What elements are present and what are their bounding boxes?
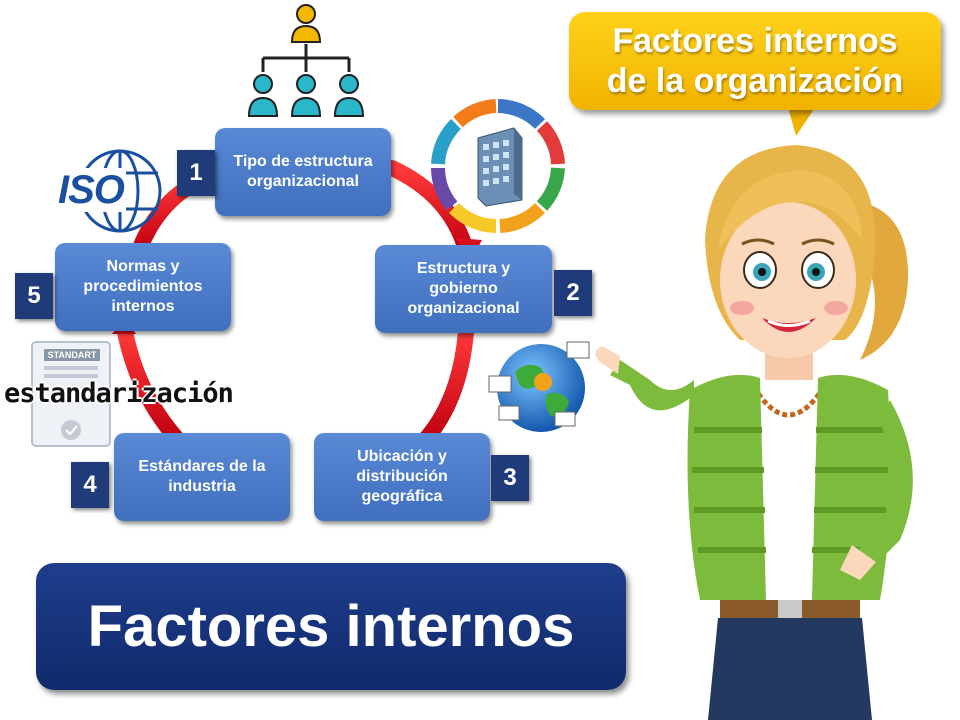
bottom-title-text: Factores internos	[87, 594, 575, 659]
step-2-label: Estructura y gobierno organizacional	[407, 260, 520, 317]
step-4-box: Estándares de la industria	[114, 433, 290, 521]
speech-bubble-text: Factores internos de la organización	[606, 22, 904, 100]
arrow-2-to-3	[417, 324, 474, 448]
step-3-box: Ubicación y distribución geográfica	[314, 433, 490, 521]
step-1-label: Tipo de estructura organizacional	[233, 153, 373, 190]
step-2-number: 2	[554, 270, 592, 316]
step-5-label: Normas y procedimientos internos	[83, 258, 203, 315]
step-4-label: Estándares de la industria	[138, 458, 266, 495]
globe-network-icon	[488, 341, 590, 432]
speech-bubble: Factores internos de la organización	[569, 12, 941, 110]
building-ring-icon	[431, 99, 565, 233]
step-3-label: Ubicación y distribución geográfica	[356, 448, 448, 505]
step-4-number: 4	[71, 462, 109, 508]
bottom-title-banner: Factores internos	[36, 563, 626, 690]
step-2-box: Estructura y gobierno organizacional	[375, 245, 552, 333]
standart-label: STANDART	[44, 349, 100, 361]
certificate-icon	[31, 341, 111, 447]
iso-logo-text: ISO	[56, 168, 126, 212]
step-5-box: Normas y procedimientos internos	[55, 243, 231, 331]
presenter-woman-illustration	[595, 145, 913, 720]
step-1-box: Tipo de estructura organizacional	[215, 128, 391, 216]
estandarizacion-label: estandarización	[4, 378, 234, 409]
step-1-number: 1	[177, 150, 215, 196]
org-chart-icon	[247, 4, 365, 117]
step-3-number: 3	[491, 455, 529, 501]
step-5-number: 5	[15, 273, 53, 319]
arrow-4-to-5	[117, 324, 186, 448]
